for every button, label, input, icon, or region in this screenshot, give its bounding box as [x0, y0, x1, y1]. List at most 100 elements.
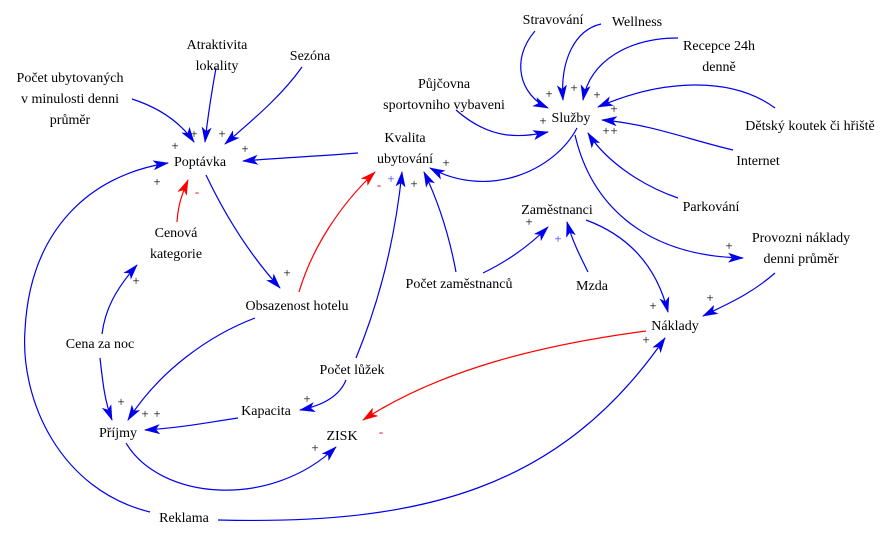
signs-layer: +++++-+-++++++++++++++++-++++++ [117, 80, 732, 455]
node-label: průměr [50, 113, 91, 128]
node-zisk[interactable]: ZISK [326, 429, 357, 444]
node-zamestnanci[interactable]: Zaměstnanci [521, 203, 593, 218]
node-label: lokality [196, 59, 239, 74]
polarity-sign-positive: + [525, 214, 532, 229]
node-reklama[interactable]: Reklama [159, 511, 210, 526]
polarity-sign-positive: + [610, 123, 617, 138]
link-kvalita-to-poptavka [242, 152, 359, 165]
node-label: Služby [552, 111, 591, 126]
node-label: Počet zaměstnanců [406, 277, 513, 292]
link-mzda-to-zamestnanci [566, 221, 589, 273]
polarity-sign-positive: + [649, 298, 656, 313]
node-internet[interactable]: Internet [736, 154, 780, 169]
polarity-sign-positive: + [593, 87, 600, 102]
polarity-sign-positive: + [570, 80, 577, 95]
polarity-sign-positive: + [132, 273, 139, 288]
node-wellness[interactable]: Wellness [612, 15, 662, 30]
node-label: Atraktivita [187, 38, 248, 53]
link-reklama-to-poptavka [23, 160, 169, 513]
link-cena-za-noc-to-prijmy [99, 357, 113, 421]
node-label: Náklady [651, 319, 698, 334]
node-label: Dětský koutek či hřiště [745, 119, 874, 134]
link-pocet-ubytovanych-to-poptavka [131, 98, 195, 143]
link-pocet-zamestnancu-to-kvalita [423, 171, 457, 273]
link-atraktivita-to-poptavka [201, 67, 217, 143]
link-cena-za-noc-to-cenova-kategorie [101, 264, 138, 335]
node-pocet-luzek[interactable]: Počet lůžek [320, 363, 385, 378]
node-sluzby[interactable]: Služby [552, 111, 591, 126]
polarity-sign-positive: + [610, 101, 617, 116]
node-label: Parkování [683, 200, 740, 215]
node-atraktivita[interactable]: Atraktivita lokality [187, 38, 248, 74]
polarity-sign-negative: - [377, 177, 381, 192]
node-label: Reklama [159, 511, 210, 526]
link-pocet-zamestnancu-to-zamestnanci [482, 226, 549, 274]
polarity-sign-positive: + [218, 126, 225, 141]
polarity-sign-positive: + [311, 440, 318, 455]
node-detsky-koutek[interactable]: Dětský koutek či hřiště [745, 119, 874, 134]
polarity-sign-positive: + [545, 86, 552, 101]
link-detsky-koutek-to-sluzby [597, 84, 776, 109]
link-zamestnanci-to-naklady [585, 219, 670, 313]
link-sluzby-to-kvalita [429, 127, 578, 183]
link-obsazenost-to-kvalita [298, 171, 376, 293]
node-recepce[interactable]: Recepce 24h denně [683, 39, 755, 75]
node-label: Kapacita [241, 404, 292, 419]
node-poptavka[interactable]: Poptávka [174, 155, 227, 170]
node-label: Kvalita [384, 131, 426, 146]
node-sezona[interactable]: Sezóna [290, 49, 331, 64]
node-label: Počet ubytovaných [17, 71, 124, 86]
node-provozni-naklady[interactable]: Provozni náklady denni průměr [752, 231, 850, 267]
polarity-sign-positive: + [410, 176, 417, 191]
node-label: denni průměr [763, 252, 838, 267]
node-cena-za-noc[interactable]: Cena za noc [66, 337, 134, 352]
link-reklama-to-naklady [217, 337, 666, 522]
link-internet-to-sluzby [601, 116, 734, 151]
node-label: Recepce 24h [683, 39, 755, 54]
link-wellness-to-sluzby [556, 23, 602, 101]
node-label: Obsazenost hotelu [245, 299, 348, 314]
node-label: sportovniho vybaveni [383, 98, 505, 113]
node-label: ZISK [326, 429, 357, 444]
node-stravovani[interactable]: Stravování [523, 13, 584, 28]
link-stravovani-to-sluzby [520, 30, 549, 109]
link-pocet-luzek-to-kapacita [299, 379, 347, 412]
link-prijmy-to-zisk [125, 442, 337, 491]
node-naklady[interactable]: Náklady [651, 319, 698, 334]
node-label: ubytování [377, 152, 433, 167]
node-prijmy[interactable]: Příjmy [99, 426, 137, 441]
polarity-sign-positive: + [442, 155, 449, 170]
polarity-sign-positive: + [153, 174, 160, 189]
link-provozni-naklady-to-naklady [702, 272, 776, 317]
node-label: Provozni náklady [752, 231, 850, 246]
link-parkovani-to-sluzby [587, 132, 679, 199]
links-layer [23, 23, 776, 522]
link-obsazenost-to-prijmy [127, 317, 256, 421]
node-label: denně [702, 60, 735, 75]
node-kvalita[interactable]: Kvalita ubytování [377, 131, 433, 167]
node-label: Příjmy [99, 426, 137, 441]
node-mzda[interactable]: Mzda [576, 279, 609, 294]
polarity-sign-positive: + [725, 238, 732, 253]
polarity-sign-positive: + [706, 290, 713, 305]
polarity-sign-negative: - [379, 424, 383, 439]
node-label: Stravování [523, 13, 584, 28]
polarity-sign-positive: + [141, 406, 148, 421]
link-sluzby-to-provozni-naklady [574, 134, 744, 263]
polarity-sign-positive: + [241, 141, 248, 156]
polarity-sign-positive: + [642, 332, 649, 347]
node-obsazenost[interactable]: Obsazenost hotelu [245, 299, 348, 314]
node-label: Poptávka [174, 155, 227, 170]
link-cenova-kategorie-to-poptavka [176, 179, 189, 223]
polarity-sign-positive: + [190, 126, 197, 141]
node-label: Wellness [612, 15, 662, 30]
node-pocet-zamestnancu[interactable]: Počet zaměstnanců [406, 277, 513, 292]
node-kapacita[interactable]: Kapacita [241, 404, 292, 419]
polarity-sign-positive: + [283, 265, 290, 280]
node-label: kategorie [150, 247, 202, 262]
node-parkovani[interactable]: Parkování [683, 200, 740, 215]
